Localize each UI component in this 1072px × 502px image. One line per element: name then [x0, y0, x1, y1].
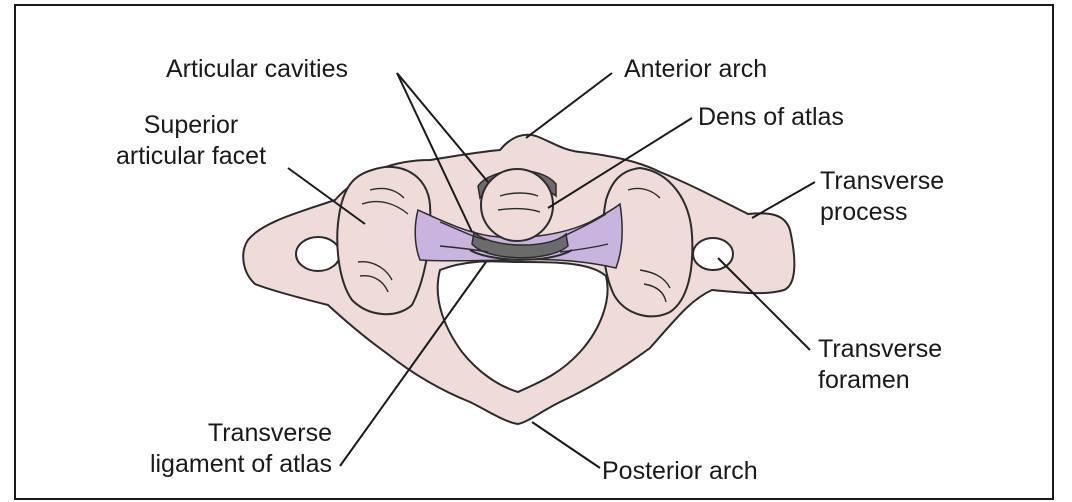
label-transverse-process: Transverse process — [820, 166, 944, 228]
articular-cavities-text: Articular cavities — [166, 54, 348, 85]
posterior-arch-text: Posterior arch — [602, 456, 758, 487]
label-anterior-arch: Anterior arch — [624, 54, 767, 85]
label-articular-cavities: Articular cavities — [166, 54, 348, 85]
label-posterior-arch: Posterior arch — [602, 456, 758, 487]
superior-facet-line2: articular facet — [98, 141, 284, 172]
right-transverse-foramen — [693, 238, 733, 270]
label-superior-articular-facet: Superior articular facet — [98, 110, 284, 172]
transverse-foramen-line2: foramen — [818, 365, 942, 396]
transverse-ligament-line2: ligament of atlas — [128, 449, 332, 480]
label-transverse-foramen: Transverse foramen — [818, 334, 942, 396]
dens-of-atlas — [481, 169, 553, 241]
transverse-ligament-line1: Transverse — [128, 418, 332, 449]
superior-facet-line1: Superior — [98, 110, 284, 141]
label-dens-of-atlas: Dens of atlas — [698, 102, 844, 133]
transverse-foramen-line1: Transverse — [818, 334, 942, 365]
transverse-process-line1: Transverse — [820, 166, 944, 197]
left-transverse-foramen — [296, 237, 340, 271]
label-transverse-ligament: Transverse ligament of atlas — [128, 418, 332, 480]
leader-posterior-arch — [532, 422, 600, 468]
anterior-arch-text: Anterior arch — [624, 54, 767, 85]
dens-of-atlas-text: Dens of atlas — [698, 102, 844, 133]
transverse-process-line2: process — [820, 197, 944, 228]
leader-transverse-process — [752, 182, 815, 218]
leader-anterior-arch — [526, 73, 612, 138]
